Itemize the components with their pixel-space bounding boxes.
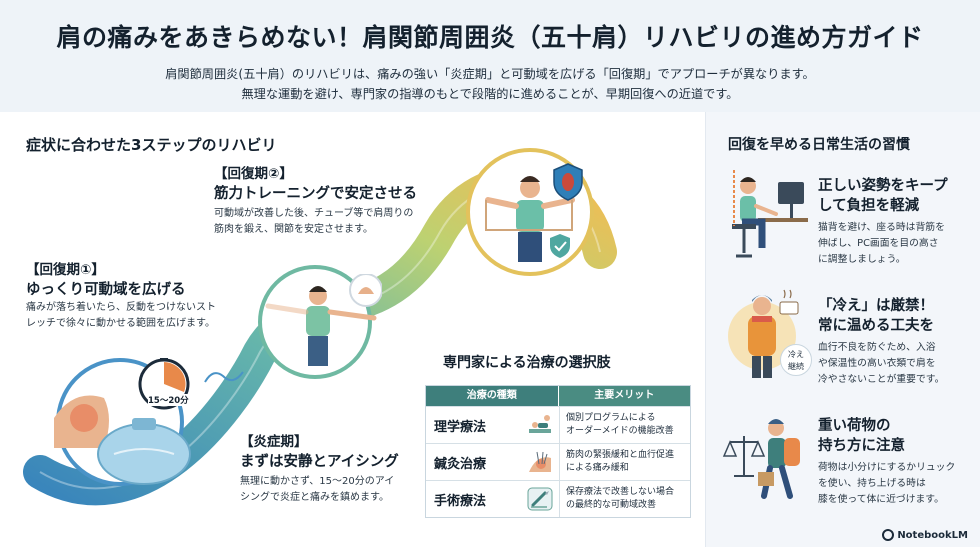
recovery1-heading: ゆっくり可動域を広げる — [26, 282, 186, 298]
treatment-type: 理学療法 — [434, 419, 487, 435]
acupuncture-icon — [529, 451, 551, 472]
ice-pack-shoulder-icon — [54, 358, 191, 485]
warm-badge-line1: 冷え — [788, 350, 804, 359]
col-merit-header: 主要メリット — [557, 386, 690, 406]
scalpel-icon — [527, 487, 553, 511]
recovery2-heading: 筋力トレーニングで安定させる — [214, 186, 417, 202]
carry-backpack-icon — [722, 419, 800, 499]
recovery1-desc-line2: レッチで徐々に動かせる範囲を広げます。 — [26, 318, 215, 329]
treatment-section-title: 専門家による治療の選択肢 — [443, 355, 611, 371]
habit3-heading-line1: 重い荷物の — [818, 418, 891, 434]
page-title: 肩の痛みをあきらめない！肩関節周囲炎（五十肩）リハビリの進め方ガイド — [56, 23, 924, 52]
habits-panel: 回復を早める日常生活の習慣 正しい姿勢をキープ して負担を軽減 猫背を避け、座る… — [705, 112, 980, 547]
treatment-merit-line1: 保存療法で改善しない場合 — [566, 487, 675, 497]
table-row: 理学療法 個別プログラムによる オーダーメイドの機能改善 — [426, 406, 690, 443]
treatment-merit-line1: 筋肉の緊張緩和と血行促進 — [566, 450, 675, 460]
page-subtitle-line2: 無理な運動を避け、専門家の指導のもとで段階的に進めることが、早期回復への近道です… — [241, 87, 739, 101]
habit1-desc-line3: に調整しましょう。 — [818, 254, 906, 265]
brand-watermark: NotebookLM — [882, 529, 968, 541]
recovery2-desc-line1: 可動域が改善した後、チューブ等で肩周りの — [214, 208, 414, 219]
inflammation-heading: まずは安静とアイシング — [240, 454, 399, 470]
steps-panel: 症状に合わせた3ステップのリハビリ 【回復期②】 筋力トレーニングで安定させる … — [0, 112, 705, 547]
brand-name: NotebookLM — [897, 529, 968, 541]
notebooklm-logo-icon — [882, 529, 895, 541]
habit1-heading-line1: 正しい姿勢をキープ — [818, 178, 948, 194]
habit1-heading-line2: して負担を軽減 — [818, 198, 920, 214]
steps-section-title: 症状に合わせた3ステップのリハビリ — [26, 136, 277, 154]
table-row: 手術療法 保存療法で改善しない場合 の最終的な可動域改善 — [426, 480, 690, 517]
treatment-merit-line2: の最終的な可動域改善 — [566, 500, 657, 510]
inflammation-desc-line2: シングで炎症と痛みを鎮めます。 — [240, 492, 389, 503]
warm-badge: 冷え 継続 — [780, 344, 812, 376]
recovery1-desc-line1: 痛みが落ち着いたら、反動をつけないスト — [26, 302, 216, 313]
page-subtitle-line1: 肩関節周囲炎(五十肩）のリハビリは、痛みの強い「炎症期」と可動域を広げる「回復期… — [165, 67, 815, 81]
table-row: 鍼灸治療 筋肉の緊張緩和と血行促進 による痛み緩和 — [426, 443, 690, 480]
habit3-desc-line2: を使い、持ち上げる時は — [818, 478, 926, 489]
habit2-desc-line1: 血行不良を防ぐため、入浴 — [818, 342, 936, 353]
treatment-type: 手術療法 — [434, 493, 487, 509]
timer-label: 15〜20分 — [148, 394, 189, 406]
treatment-type: 鍼灸治療 — [434, 456, 487, 472]
inflammation-desc-line1: 無理に動かさず、15〜20分のアイ — [240, 476, 395, 487]
habit2-desc-line2: や保温性の高い衣類で肩を — [818, 358, 936, 369]
habit2-desc-line3: 冷やさないことが重要です。 — [818, 374, 945, 385]
habit1-desc-line1: 猫背を避け、座る時は背筋を — [818, 222, 945, 233]
treatment-merit-line1: 個別プログラムによる — [566, 413, 656, 423]
habit2-heading-line2: 常に温める工夫を — [818, 318, 934, 334]
stretch-figure-icon — [265, 274, 382, 366]
treatment-table-header: 治療の種類 主要メリット — [426, 386, 690, 406]
habit3-desc-line3: 膝を使って体に近づけます。 — [818, 494, 944, 505]
recovery2-tag: 【回復期②】 — [214, 166, 293, 182]
habits-section-title: 回復を早める日常生活の習慣 — [728, 137, 910, 153]
posture-desk-icon — [732, 170, 808, 258]
treatment-merit-line2: による痛み緩和 — [566, 463, 629, 473]
treatment-merit-line2: オーダーメイドの機能改善 — [566, 426, 674, 436]
habit1-desc-line2: 伸ばし、PC画面を目の高さ — [818, 238, 939, 249]
habit2-heading-line1: 「冷え」は厳禁！ — [818, 298, 934, 314]
habit3-desc-line1: 荷物は小分けにするかリュック — [818, 462, 956, 473]
resistance-band-figure-icon — [485, 163, 583, 262]
inflammation-tag: 【炎症期】 — [240, 434, 308, 450]
treatment-table: 治療の種類 主要メリット 理学療法 個別プログラムによる オーダーメイドの機能改… — [425, 385, 691, 518]
physiotherapy-icon — [529, 415, 551, 433]
recovery1-tag: 【回復期①】 — [26, 262, 105, 278]
warm-clothing-icon — [728, 289, 799, 378]
habit3-heading-line2: 持ち方に注意 — [818, 438, 905, 454]
header: 肩の痛みをあきらめない！肩関節周囲炎（五十肩）リハビリの進め方ガイド 肩関節周囲… — [0, 0, 980, 112]
col-type-header: 治療の種類 — [426, 386, 558, 406]
warm-badge-line2: 継続 — [788, 362, 804, 371]
recovery2-desc-line2: 筋肉を鍛え、関節を安定させます。 — [214, 224, 373, 235]
